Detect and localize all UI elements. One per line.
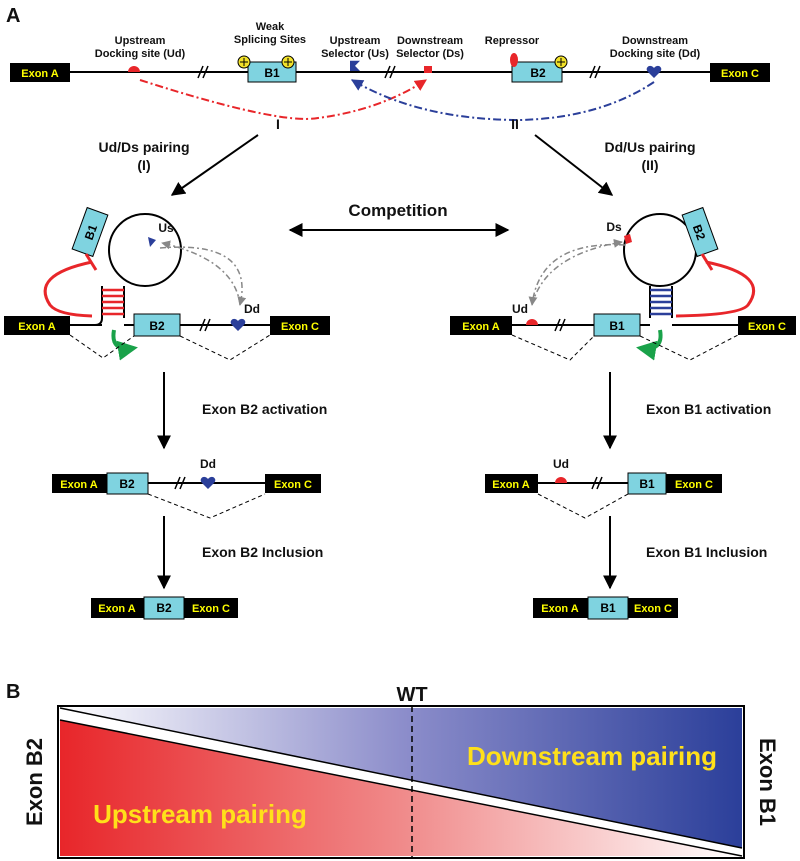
left-us-label: Us: [158, 221, 174, 235]
competition-label: Competition: [348, 201, 447, 220]
exon-a-label: Exon A: [21, 68, 59, 80]
left-exon-a: Exon A: [18, 321, 56, 333]
right-activation-arrow: [636, 329, 663, 361]
dd-site-icon: [646, 65, 662, 78]
b1-activation-label: Exon B1 activation: [646, 401, 771, 417]
right-mid-ud-icon: [555, 477, 567, 483]
upstream-pairing-label: Upstream pairing: [93, 799, 307, 829]
b2-box: [511, 61, 563, 83]
dd-label-line2: Docking site (Dd): [610, 48, 701, 60]
left-mid-exon-c: Exon C: [274, 479, 312, 491]
left-mid-exon-a: Exon A: [60, 479, 98, 491]
ud-label-line2: Docking site (Ud): [95, 48, 186, 60]
left-us-icon: [148, 237, 156, 247]
panel-b-letter: B: [6, 681, 20, 703]
right-b2-label: B2: [690, 223, 709, 243]
right-mid-exon-c: Exon C: [675, 479, 713, 491]
repressor-label: Repressor: [485, 35, 540, 47]
right-intermediate: Exon A Ud B1 Exon C: [485, 457, 722, 519]
b2-label: B2: [530, 66, 546, 80]
right-mid-b1: B1: [639, 477, 655, 491]
left-activation-arrow: [111, 329, 138, 361]
ds-site-icon: [424, 66, 432, 73]
exon-c-label: Exon C: [721, 68, 759, 80]
right-exon-c: Exon C: [748, 321, 786, 333]
pairing-i-mark: I: [276, 116, 280, 132]
pairing-arc-ii: [350, 79, 655, 122]
weak-label-line2: Splicing Sites: [234, 34, 306, 46]
exon-a-box: [10, 63, 70, 82]
left-final-exon-c: Exon C: [192, 603, 230, 615]
ud-site-icon: [128, 66, 140, 72]
ds-label-line2: Selector (Ds): [396, 48, 464, 60]
right-b1-label: B1: [609, 319, 625, 333]
right-product: Exon A B1 Exon C: [533, 596, 678, 620]
weak-label-line1: Weak: [256, 21, 285, 33]
right-final-exon-c: Exon C: [634, 603, 672, 615]
b2-inclusion-label: Exon B2 Inclusion: [202, 544, 323, 560]
left-loop-structure: Exon A Exon C B2 B1 Us Dd: [4, 206, 330, 361]
left-mid-b2: B2: [119, 477, 135, 491]
exon-c-box: [710, 63, 770, 82]
right-final-b1: B1: [600, 601, 616, 615]
left-b2-label: B2: [149, 319, 165, 333]
ds-label-line1: Downstream: [397, 35, 463, 47]
b2-activation-label: Exon B2 activation: [202, 401, 327, 417]
left-pairing-label: Ud/Ds pairing: [98, 139, 189, 155]
wt-label: WT: [396, 684, 427, 706]
pairing-arc-i: [139, 79, 428, 120]
downstream-pairing-label: Downstream pairing: [467, 741, 717, 771]
ud-label-line1: Upstream: [115, 35, 166, 47]
right-mid-exon-a: Exon A: [492, 479, 530, 491]
us-site-icon: [350, 60, 360, 71]
left-b1-label: B1: [82, 222, 101, 242]
dd-label-line1: Downstream: [622, 35, 688, 47]
left-product: Exon A B2 Exon C: [91, 596, 238, 620]
left-pathway-arrow: [170, 134, 259, 196]
right-pairing-label: Dd/Us pairing: [604, 139, 695, 155]
left-exon-c: Exon C: [281, 321, 319, 333]
exon-b2-axis-label: Exon B2: [22, 738, 47, 826]
b1-inclusion-label: Exon B1 Inclusion: [646, 544, 767, 560]
left-dd-icon: [230, 318, 246, 331]
exon-b1-axis-label: Exon B1: [755, 738, 780, 826]
right-mid-ud-label: Ud: [553, 457, 569, 471]
right-ds-label: Ds: [606, 220, 622, 234]
pairing-balance-chart: Downstream pairing Upstream pairing: [57, 705, 745, 859]
top-gene-diagram: Exon A Exon C B1 B2 Upstream Docking sit…: [10, 21, 770, 132]
left-intermediate: Exon A B2 Dd Exon C: [52, 457, 321, 519]
right-loop-structure: Exon A Exon C B1 B2 Ds Ud: [450, 206, 796, 361]
us-label-line1: Upstream: [330, 35, 381, 47]
pairing-ii-mark: II: [511, 116, 519, 132]
left-final-b2: B2: [156, 601, 172, 615]
right-ud-label: Ud: [512, 302, 528, 316]
left-final-exon-a: Exon A: [98, 603, 136, 615]
right-ds-icon: [624, 234, 632, 244]
left-pairing-sub: (I): [137, 157, 150, 173]
right-exon-a: Exon A: [462, 321, 500, 333]
right-pathway-arrow: [534, 134, 614, 196]
us-label-line2: Selector (Us): [321, 48, 389, 60]
left-dd-label: Dd: [244, 302, 260, 316]
right-pairing-sub: (II): [641, 157, 658, 173]
b1-label: B1: [264, 66, 280, 80]
repressor-icon: [510, 53, 518, 67]
right-final-exon-a: Exon A: [541, 603, 579, 615]
left-mid-dd-icon: [200, 476, 216, 489]
left-mid-dd-label: Dd: [200, 457, 216, 471]
right-ud-icon: [526, 319, 538, 325]
panel-a-letter: A: [6, 5, 20, 27]
